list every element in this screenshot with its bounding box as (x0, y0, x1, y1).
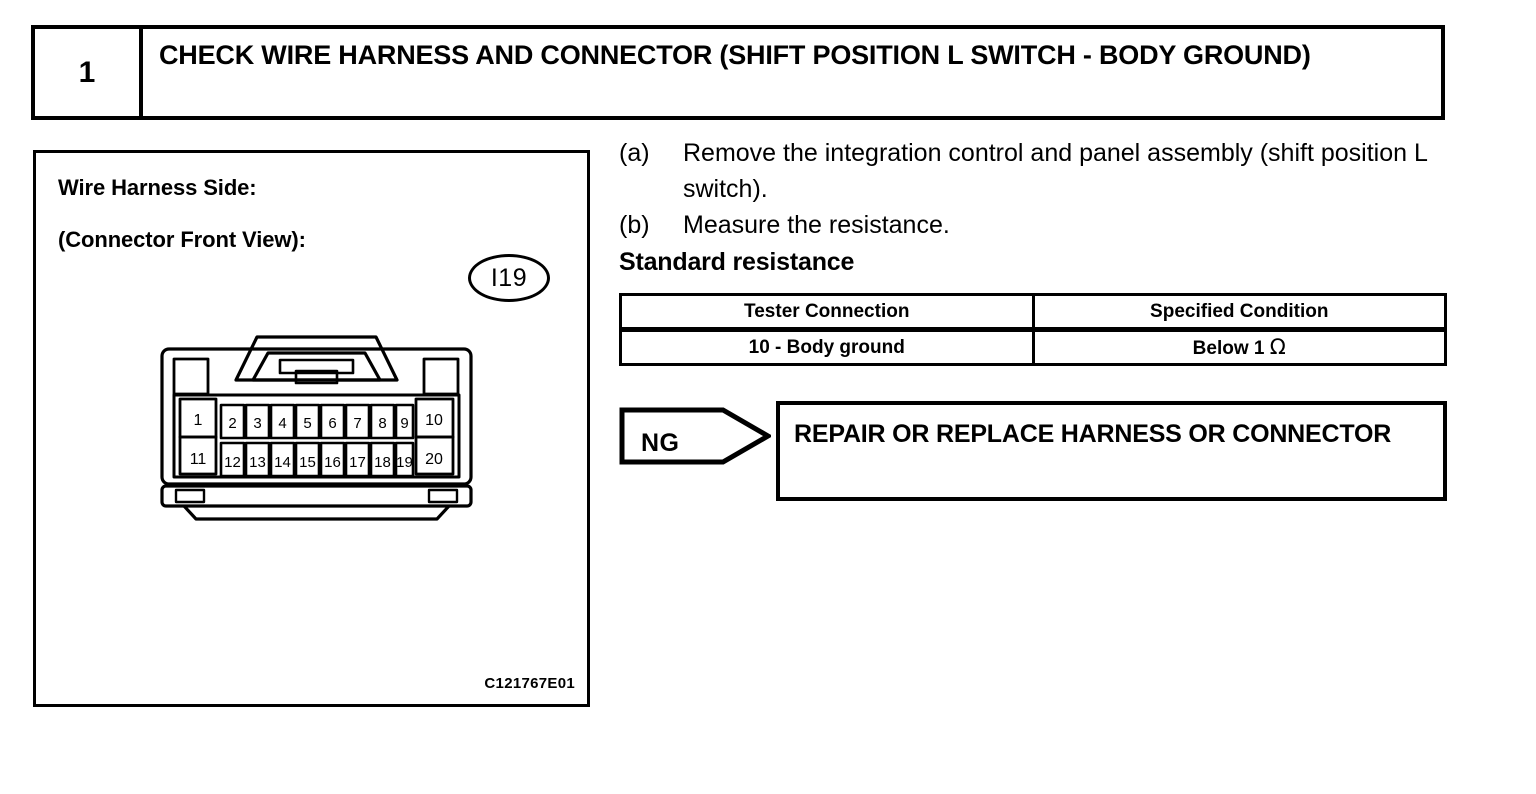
procedure-marker-a: (a) (619, 139, 650, 167)
connector-front-view-label: (Connector Front View): (58, 227, 306, 252)
specified-condition-value: Below 1 (1192, 338, 1270, 359)
pin-label-20: 20 (425, 451, 443, 468)
action-text: REPAIR OR REPLACE HARNESS OR CONNECTOR (794, 420, 1392, 448)
ohm-symbol: Ω (1269, 335, 1286, 359)
pin-label-19: 19 (396, 454, 413, 471)
pin-label-6: 6 (328, 415, 336, 432)
table-row: 10 - Body ground Below 1 Ω (619, 328, 1447, 366)
pin-label-5: 5 (303, 415, 311, 432)
step-title: CHECK WIRE HARNESS AND CONNECTOR (SHIFT … (159, 40, 1311, 70)
wire-harness-side-label: Wire Harness Side: (58, 175, 257, 200)
pin-label-4: 4 (278, 415, 286, 432)
column-header-specified-condition: Specified Condition (1031, 293, 1447, 332)
step-number-cell: 1 (35, 29, 143, 116)
pin-label-16: 16 (324, 454, 341, 471)
pin-label-14: 14 (274, 454, 291, 471)
pin-label-13: 13 (249, 454, 266, 471)
pin-label-8: 8 (378, 415, 386, 432)
pin-label-15: 15 (299, 454, 316, 471)
pin-label-7: 7 (353, 415, 361, 432)
cell-tester-connection: 10 - Body ground (619, 328, 1035, 366)
pin-label-3: 3 (253, 415, 261, 432)
connector-id-badge: I19 (468, 254, 550, 302)
connector-diagram: 1 2 3 4 5 6 7 8 9 10 11 12 13 14 15 16 1… (154, 333, 479, 523)
procedure-list: (a) Remove the integration control and p… (619, 136, 1454, 245)
pin-label-12: 12 (224, 454, 241, 471)
procedure-marker-b: (b) (619, 211, 650, 239)
pin-label-9: 9 (400, 415, 408, 432)
cell-specified-condition: Below 1 Ω (1031, 328, 1447, 366)
pin-label-1: 1 (194, 412, 203, 429)
step-title-cell: CHECK WIRE HARNESS AND CONNECTOR (SHIFT … (143, 29, 1441, 116)
action-box: REPAIR OR REPLACE HARNESS OR CONNECTOR (776, 401, 1447, 501)
pin-label-10: 10 (425, 412, 443, 429)
column-header-tester-connection: Tester Connection (619, 293, 1035, 332)
pin-label-18: 18 (374, 454, 391, 471)
table-header-row: Tester Connection Specified Condition (619, 293, 1447, 332)
procedure-item-a: (a) Remove the integration control and p… (619, 136, 1454, 207)
pin-label-11: 11 (190, 451, 207, 468)
specification-table: Tester Connection Specified Condition 10… (619, 293, 1447, 366)
ng-arrow-shape: NG (619, 407, 771, 465)
ng-judgement-label: NG (641, 429, 680, 457)
figure-code: C121767E01 (484, 675, 575, 692)
procedure-text-a: Remove the integration control and panel… (683, 139, 1427, 203)
illustration-panel: Wire Harness Side: (Connector Front View… (33, 150, 590, 707)
procedure-text-b: Measure the resistance. (683, 211, 950, 239)
result-row: NG REPAIR OR REPLACE HARNESS OR CONNECTO… (619, 401, 1447, 501)
step-number: 1 (78, 55, 96, 89)
procedure-item-b: (b) Measure the resistance. (619, 208, 1454, 244)
pin-label-2: 2 (228, 415, 236, 432)
step-header-box: 1 CHECK WIRE HARNESS AND CONNECTOR (SHIF… (31, 25, 1445, 120)
connector-id-text: I19 (490, 263, 528, 292)
pin-label-17: 17 (349, 454, 366, 471)
standard-resistance-heading: Standard resistance (619, 248, 855, 276)
